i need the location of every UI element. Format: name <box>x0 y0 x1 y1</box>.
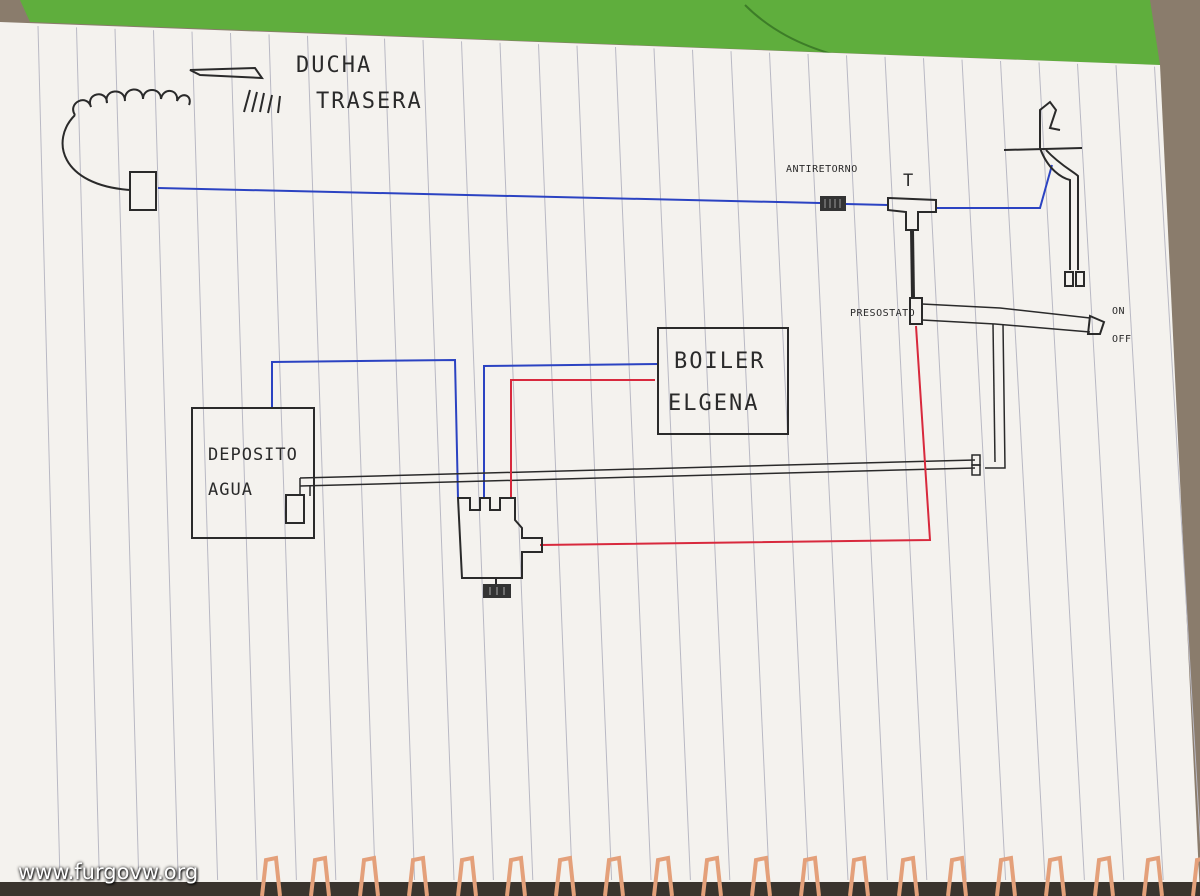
ruled-line <box>153 30 179 881</box>
ruled-line <box>846 55 888 881</box>
faucet-icon <box>1003 100 1085 287</box>
label-tank-line2: AGUA <box>208 480 253 500</box>
label-pressure-switch: PRESOSTATO <box>850 308 915 319</box>
on-off-switch <box>1086 314 1106 335</box>
spiral-ring <box>407 855 429 896</box>
ruled-line <box>1154 66 1200 845</box>
ruled-line <box>1077 63 1125 881</box>
spiral-ring <box>1191 857 1200 896</box>
ruled-line <box>191 31 219 881</box>
spiral-ring <box>652 855 674 896</box>
water-pump <box>456 497 543 579</box>
tee-fitting <box>887 196 937 231</box>
notebook-page <box>0 22 1200 896</box>
spiral-ring <box>456 855 478 896</box>
pressure-switch <box>909 297 923 325</box>
ruled-line <box>345 37 376 881</box>
spiral-ring <box>358 855 380 896</box>
label-tank-line1: DEPOSITO <box>208 445 298 465</box>
ruled-line <box>884 56 928 881</box>
ruled-line <box>37 25 61 881</box>
ruled-line <box>422 39 455 881</box>
ruled-line <box>1038 62 1085 881</box>
ruled-line <box>807 53 849 881</box>
spiral-ring <box>897 855 919 896</box>
ruled-line <box>692 49 731 881</box>
spiral-ring <box>848 855 870 896</box>
spiral-ring <box>1044 855 1066 896</box>
spiral-ring <box>603 855 625 896</box>
cold-water-lines <box>157 164 1053 499</box>
ruled-line <box>307 35 337 881</box>
ruled-line <box>961 59 1007 881</box>
site-watermark: www.furgovw.org <box>18 860 199 884</box>
label-boiler-line2: ELGENA <box>668 391 759 416</box>
spiral-ring <box>1093 855 1115 896</box>
label-tee: T <box>903 171 914 191</box>
ruled-line <box>769 52 810 881</box>
spiral-binding <box>260 855 1200 896</box>
tank-level-sensor <box>285 494 305 524</box>
ruled-line <box>538 44 573 881</box>
green-folder <box>20 0 1160 65</box>
label-switch-off: OFF <box>1112 334 1132 345</box>
ruled-line <box>384 38 416 881</box>
shower-connector <box>129 171 157 211</box>
spiral-ring <box>1142 855 1164 896</box>
electrical-wiring <box>299 303 1091 496</box>
ruled-line <box>653 48 691 881</box>
ruled-line <box>230 32 258 881</box>
boiler <box>657 327 789 435</box>
hot-water-lines <box>510 325 932 546</box>
ruled-line <box>461 41 494 881</box>
spiral-ring <box>505 855 527 896</box>
spiral-ring <box>260 855 282 896</box>
ruled-line <box>499 42 534 881</box>
label-shower-line2: TRASERA <box>316 89 423 114</box>
ruled-line <box>1000 60 1046 881</box>
spiral-ring <box>799 855 821 896</box>
label-check-valve: ANTIRETORNO <box>786 164 858 175</box>
spiral-ring <box>946 855 968 896</box>
ruled-line <box>76 27 100 881</box>
spiral-ring <box>309 855 331 896</box>
label-switch-on: ON <box>1112 306 1125 317</box>
spiral-ring <box>701 855 723 896</box>
spiral-ring <box>554 855 576 896</box>
water-tank <box>191 407 315 539</box>
spiral-ring <box>995 855 1017 896</box>
ruled-line <box>114 28 140 881</box>
ruled-line <box>1115 65 1164 881</box>
spiral-ring <box>750 855 772 896</box>
ruled-line <box>615 46 652 881</box>
shower-hose <box>61 66 281 191</box>
ruled-line <box>268 34 297 881</box>
ruled-line <box>576 45 613 881</box>
check-valve <box>820 196 846 211</box>
label-shower-line1: DUCHA <box>296 53 372 78</box>
label-boiler-line1: BOILER <box>674 349 765 374</box>
